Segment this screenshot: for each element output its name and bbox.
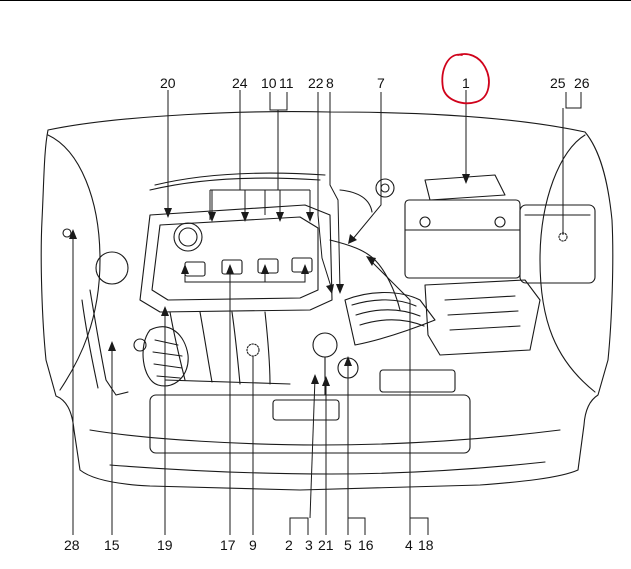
intake-hose xyxy=(344,292,436,346)
callout-1: 1 xyxy=(462,75,470,91)
callout-17: 17 xyxy=(220,537,236,553)
callout-22: 22 xyxy=(308,75,324,91)
callout-18: 18 xyxy=(418,537,434,553)
oil-filler-cap xyxy=(173,222,203,252)
callout-10: 10 xyxy=(261,75,277,91)
callout-4: 4 xyxy=(405,537,413,553)
callout-25: 25 xyxy=(550,75,566,91)
bumper-lower xyxy=(109,461,546,475)
callout-21: 21 xyxy=(318,537,334,553)
alternator xyxy=(142,326,189,387)
callout-24: 24 xyxy=(232,75,248,91)
callout-11: 11 xyxy=(279,75,294,91)
callout-5: 5 xyxy=(344,537,352,553)
callout-19: 19 xyxy=(157,537,173,553)
top-border xyxy=(0,0,631,1)
callout-2: 2 xyxy=(285,537,293,553)
callout-9: 9 xyxy=(249,537,257,553)
callout-20: 20 xyxy=(160,75,176,91)
valve-cover xyxy=(139,204,333,313)
callout-7: 7 xyxy=(377,75,385,91)
callout-26: 26 xyxy=(574,75,590,91)
callout-28: 28 xyxy=(64,537,80,553)
strut-left xyxy=(95,251,129,285)
fender-left xyxy=(47,134,101,391)
fuse-box xyxy=(519,204,596,284)
valve-cover-inner xyxy=(151,216,319,301)
radiator-support xyxy=(149,394,471,454)
callout-3: 3 xyxy=(305,537,313,553)
callout-15: 15 xyxy=(104,537,120,553)
callout-16: 16 xyxy=(358,537,374,553)
radiator-cap-area xyxy=(272,399,340,421)
fender-right xyxy=(539,134,596,393)
callout-8: 8 xyxy=(326,75,334,91)
air-filter-box xyxy=(424,279,541,356)
bumper xyxy=(89,429,561,446)
hood-outline xyxy=(40,111,614,491)
battery xyxy=(404,199,521,279)
washer-reservoir xyxy=(424,174,506,201)
coolant-neck xyxy=(312,332,338,358)
highlight-circle xyxy=(441,53,490,105)
